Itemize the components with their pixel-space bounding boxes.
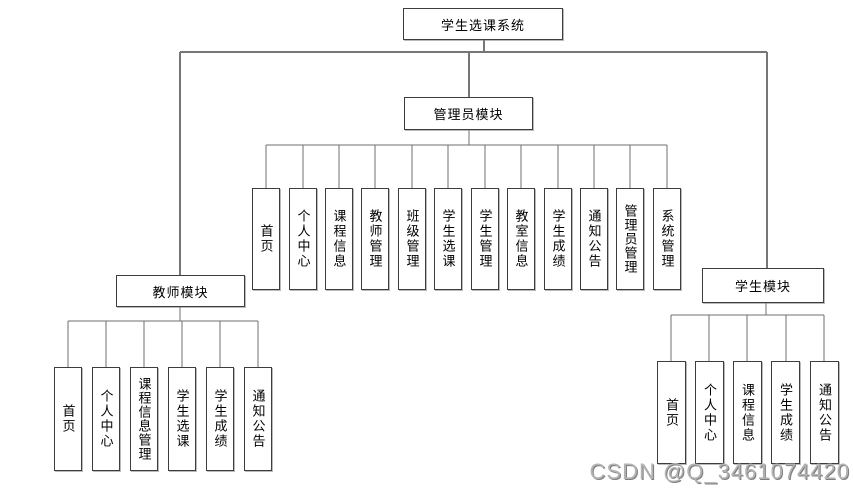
node-teacher-module: 教师模块 [116,275,245,307]
node-admin-child-7: 教室信息 [507,188,535,290]
node-admin-child-4: 班级管理 [398,188,426,290]
node-admin-child-8: 学生成绩 [544,188,572,290]
node-admin-child-10: 管理员管理 [616,188,644,290]
node-teacher-child-4: 学生成绩 [206,367,234,471]
csdn-watermark: CSDN @Q_3461074420 [589,459,850,484]
node-student-child-4: 通知公告 [810,361,839,464]
node-student-child-2: 课程信息 [733,361,762,464]
node-admin-module: 管理员模块 [404,97,533,130]
node-teacher-child-1: 个人中心 [92,367,120,471]
node-admin-child-9: 通知公告 [580,188,608,290]
node-admin-child-11: 系统管理 [653,188,681,290]
node-teacher-child-5: 通知公告 [244,367,272,471]
node-admin-child-1: 个人中心 [289,188,317,290]
node-admin-child-0: 首页 [252,188,280,290]
node-admin-child-5: 学生选课 [434,188,462,290]
connector-admin-children [265,130,668,188]
node-teacher-child-2: 课程信息管理 [130,367,158,471]
node-admin-child-6: 学生管理 [471,188,499,290]
node-admin-child-2: 课程信息 [325,188,353,290]
node-teacher-child-3: 学生选课 [168,367,196,471]
node-teacher-child-0: 首页 [54,367,82,471]
node-student-module: 学生模块 [702,268,824,303]
node-student-child-3: 学生成绩 [771,361,800,464]
connector-trunk [179,40,768,275]
node-student-child-0: 首页 [657,361,686,464]
node-admin-child-3: 教师管理 [361,188,389,290]
node-student-child-1: 个人中心 [695,361,724,464]
connector-teacher-children [67,307,259,367]
connector-student-children [670,303,825,361]
node-root: 学生选课系统 [403,8,563,40]
